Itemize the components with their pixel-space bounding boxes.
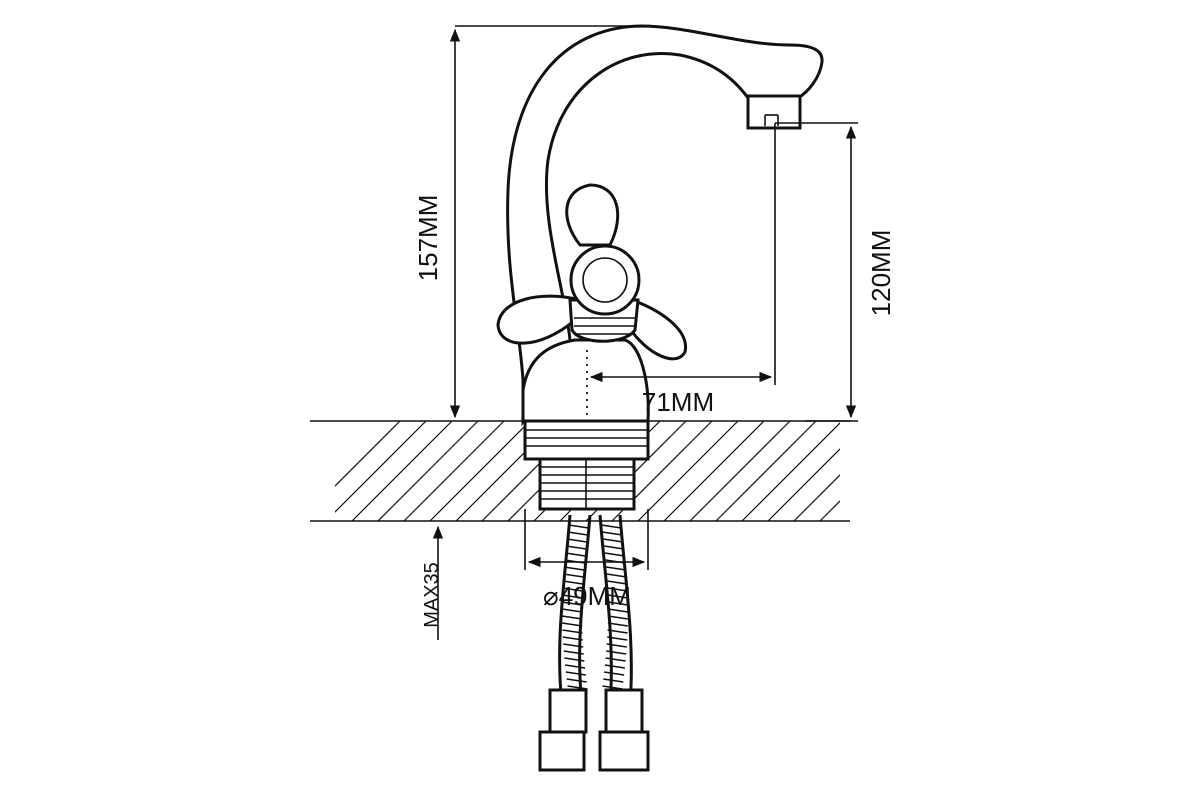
dimension-spout-height: 120MM [775,122,896,422]
faucet-body [506,24,824,427]
dimension-spout-reach: 71MM [589,123,776,417]
dimension-max-thickness: MAX35 [421,525,444,640]
handle-arm-right [623,298,687,361]
hose-ribs [561,524,629,690]
base-diameter-label: ⌀49MM [543,581,631,611]
handle-hub [569,244,641,316]
spout-height-label: 120MM [866,230,896,317]
hose-nut-left [538,730,586,772]
handle-arm-top [565,183,620,247]
max-thickness-label: MAX35 [421,562,443,628]
supply-hoses [538,514,650,772]
cross-handle [496,183,687,361]
handle-arm-left [496,294,582,345]
hose-fitting-right [604,688,644,734]
hose-fitting-left [548,688,588,734]
total-height-label: 157MM [413,195,443,282]
spout-reach-label: 71MM [642,387,714,417]
hose-nut-right [598,730,650,772]
mounting-shank [523,419,650,511]
dimension-total-height: 157MM [413,25,640,419]
dimension-base-diameter: ⌀49MM [524,509,649,611]
